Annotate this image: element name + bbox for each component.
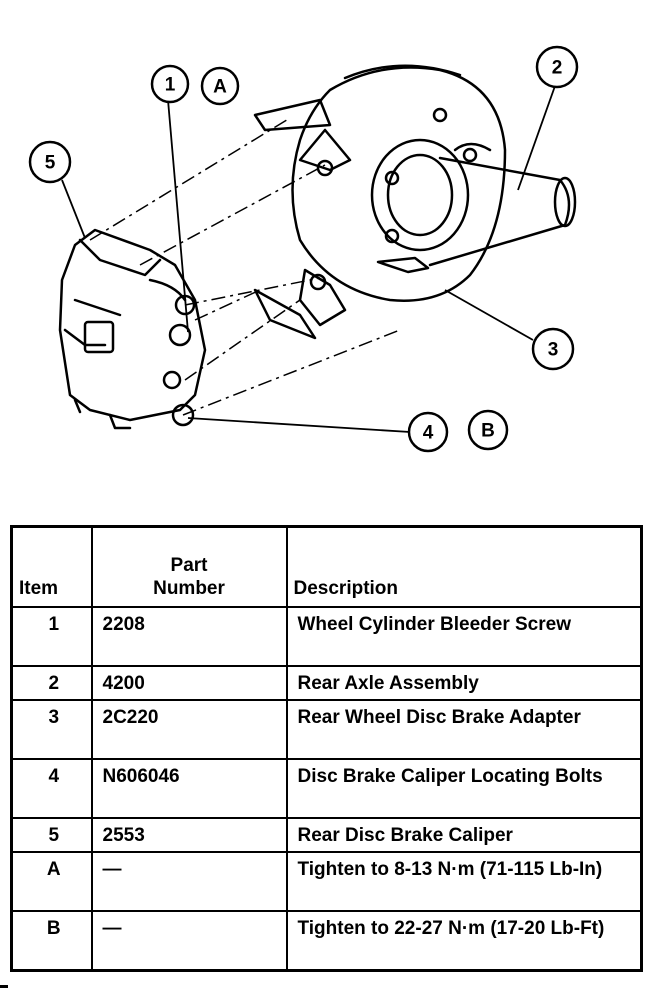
cell-part-number: 2553 — [90, 817, 288, 853]
rear-disc-brake-caliper — [58, 228, 207, 430]
cell-part-number: — — [90, 851, 288, 912]
callout-3: 3 — [548, 340, 559, 361]
cell-description: Tighten to 22-27 N·m (17-20 Lb-Ft) — [285, 910, 643, 972]
callout-A: A — [213, 77, 227, 98]
table-row: 3 2C220 Rear Wheel Disc Brake Adapter — [10, 699, 643, 760]
header-part-line2: Number — [153, 578, 225, 599]
cell-description: Tighten to 8-13 N·m (71-115 Lb-In) — [285, 851, 643, 912]
callout-1: 1 — [165, 75, 176, 96]
cell-item: B — [10, 910, 93, 972]
table-row: 4 N606046 Disc Brake Caliper Locating Bo… — [10, 758, 643, 819]
cell-part-number: N606046 — [90, 758, 288, 819]
header-description: Description — [285, 525, 643, 608]
leader-line-5 — [61, 179, 86, 239]
table-row: A — Tighten to 8-13 N·m (71-115 Lb-In) — [10, 851, 643, 912]
edge-mark — [0, 985, 8, 988]
callout-circle-A — [200, 66, 240, 106]
parts-table: Item Part Number Description 1 2208 Whee… — [10, 525, 643, 972]
rear-axle-assembly — [428, 142, 577, 267]
table-row: 5 2553 Rear Disc Brake Caliper — [10, 817, 643, 853]
brake-assembly-diagram: 1 A 2 5 3 4 B — [28, 45, 579, 453]
cell-item: 1 — [10, 606, 93, 667]
header-item: Item — [10, 525, 93, 608]
callout-circle-1 — [150, 64, 190, 104]
cell-part-number: 4200 — [90, 665, 288, 701]
leader-line-4 — [187, 417, 411, 433]
cell-description: Rear Axle Assembly — [285, 665, 643, 701]
callout-5: 5 — [45, 153, 56, 174]
cell-item: 2 — [10, 665, 93, 701]
cell-item: 4 — [10, 758, 93, 819]
cell-part-number: 2208 — [90, 606, 288, 667]
rear-wheel-disc-brake-adapter — [253, 64, 507, 340]
callout-circle-5 — [28, 140, 72, 184]
header-part-number: Part Number — [90, 525, 288, 608]
header-part-line1: Part — [170, 555, 208, 576]
table-row: 2 4200 Rear Axle Assembly — [10, 665, 643, 701]
cell-item: 3 — [10, 699, 93, 760]
cell-description: Rear Wheel Disc Brake Adapter — [285, 699, 643, 760]
leader-line-2 — [517, 85, 556, 191]
cell-part-number: — — [90, 910, 288, 972]
callout-B: B — [481, 421, 495, 442]
table-header-row: Item Part Number Description — [10, 525, 643, 608]
callout-4: 4 — [423, 423, 434, 444]
table-row: B — Tighten to 22-27 N·m (17-20 Lb-Ft) — [10, 910, 643, 972]
cell-description: Rear Disc Brake Caliper — [285, 817, 643, 853]
callout-circle-2 — [535, 45, 579, 89]
callout-circle-3 — [531, 327, 575, 371]
cell-item: 5 — [10, 817, 93, 853]
cell-item: A — [10, 851, 93, 912]
table-row: 1 2208 Wheel Cylinder Bleeder Screw — [10, 606, 643, 667]
callout-circle-4 — [407, 411, 449, 453]
callout-2: 2 — [552, 58, 563, 79]
cell-description: Wheel Cylinder Bleeder Screw — [285, 606, 643, 667]
cell-part-number: 2C220 — [90, 699, 288, 760]
cell-description: Disc Brake Caliper Locating Bolts — [285, 758, 643, 819]
leader-line-3 — [444, 289, 534, 341]
leader-line-1 — [167, 99, 189, 333]
callout-circle-B — [467, 409, 509, 451]
